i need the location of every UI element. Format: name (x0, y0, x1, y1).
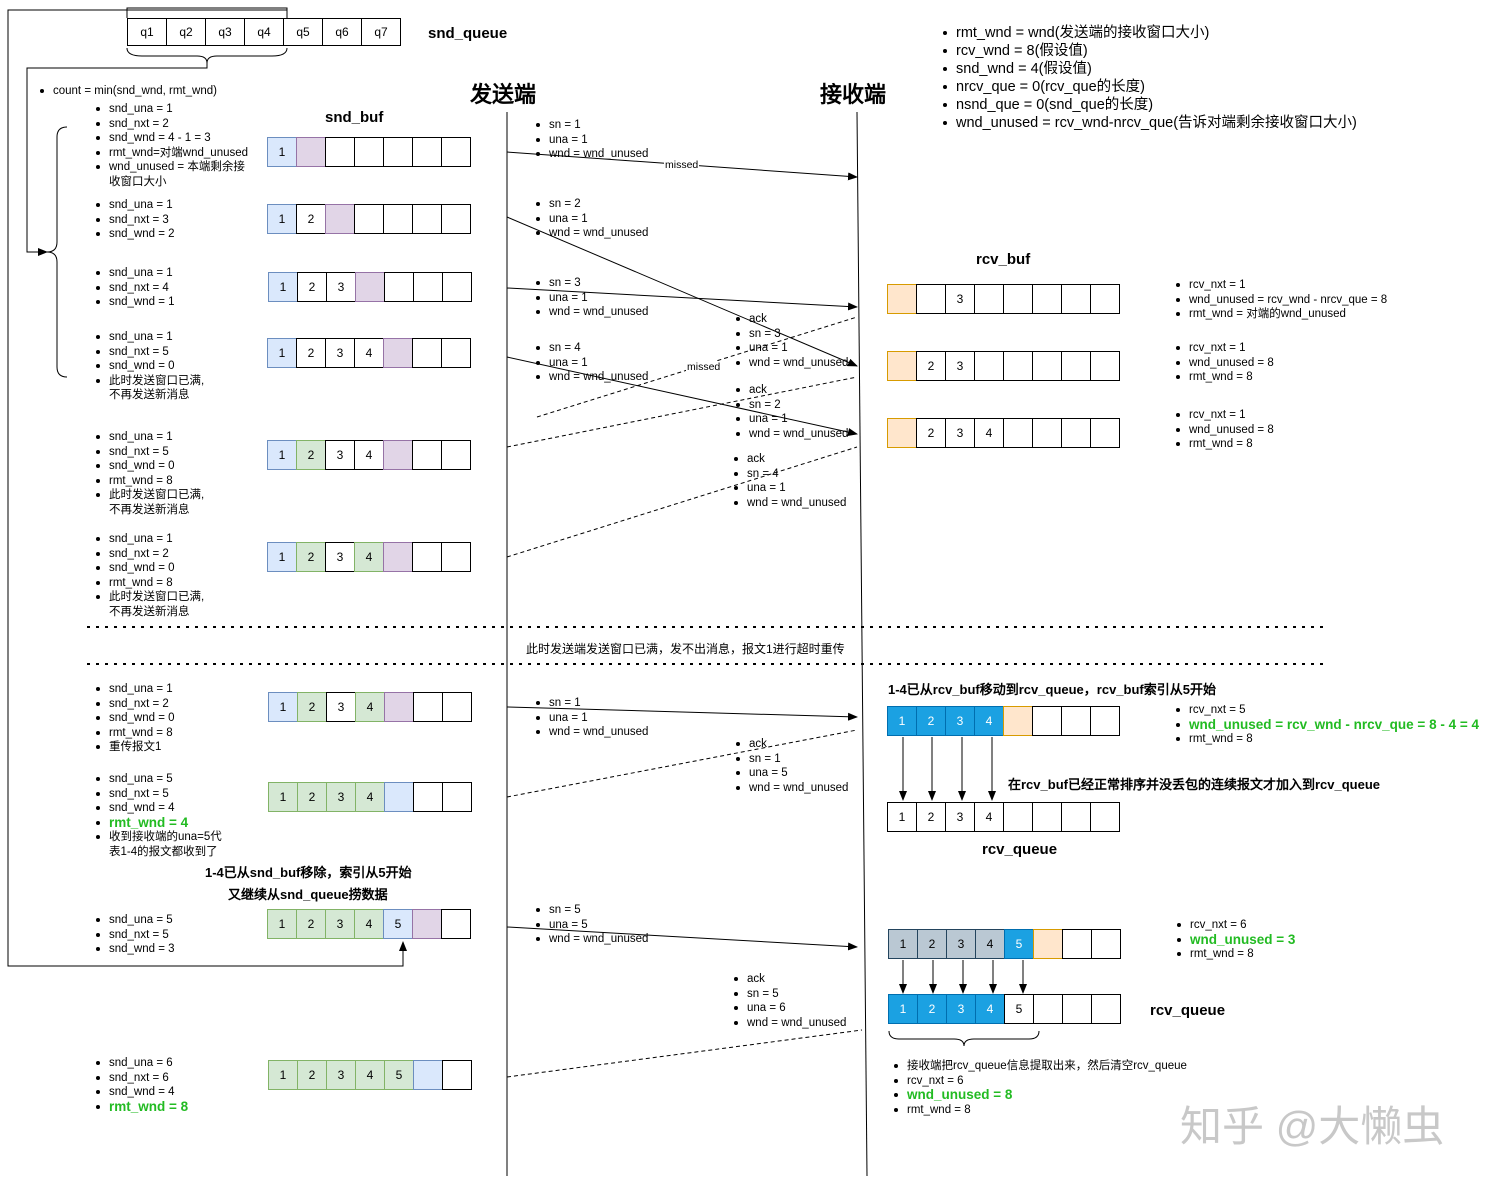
snd-queue-title: snd_queue (428, 25, 508, 42)
sender-header: 发送端 (470, 82, 537, 107)
rcv-queue-title-1: rcv_queue (982, 841, 1058, 858)
watermark: 知乎 @大懒虫 (1180, 1103, 1445, 1150)
definitions-list: rmt_wnd = wnd(发送端的接收窗口大小)rcv_wnd = 8(假设值… (940, 24, 1357, 132)
rcv-buf-title: rcv_buf (976, 251, 1031, 268)
queue-cell: q6 (322, 18, 362, 46)
queue-cell: q5 (283, 18, 323, 46)
queue-cell: q3 (205, 18, 245, 46)
receiver-header: 接收端 (820, 82, 887, 107)
snd-buf-title: snd_buf (325, 109, 384, 126)
queue-cell: q4 (244, 18, 284, 46)
missed-label-2: missed (686, 361, 722, 373)
rcv-buf-row-1: 3 (887, 284, 1120, 314)
queue-cell: q7 (361, 18, 401, 46)
in-order-note: 在rcv_buf已经正常排序并没丢包的连续报文才加入到rcv_queue (1008, 777, 1380, 792)
moved-rcv-note: 1-4已从rcv_buf移动到rcv_queue，rcv_buf索引从5开始 (888, 682, 1216, 697)
queue-cell: q1 (127, 18, 167, 46)
continue-snd-note: 又继续从snd_queue捞数据 (228, 887, 388, 902)
removed-snd-note: 1-4已从snd_buf移除，索引从5开始 (205, 865, 412, 880)
missed-label-1: missed (664, 159, 700, 171)
timeout-note: 此时发送端发送窗口已满，发不出消息，报文1进行超时重传 (526, 642, 845, 656)
rcv-queue-title-2: rcv_queue (1150, 1002, 1226, 1019)
snd-queue: q1 q2 q3 q4 q5 q6 q7 (127, 18, 401, 46)
snd-buf-row-1: 1 (267, 137, 471, 167)
queue-cell: q2 (166, 18, 206, 46)
count-note: count = min(snd_wnd, rmt_wnd) (37, 84, 217, 99)
receiver-timeline (856, 111, 868, 1177)
